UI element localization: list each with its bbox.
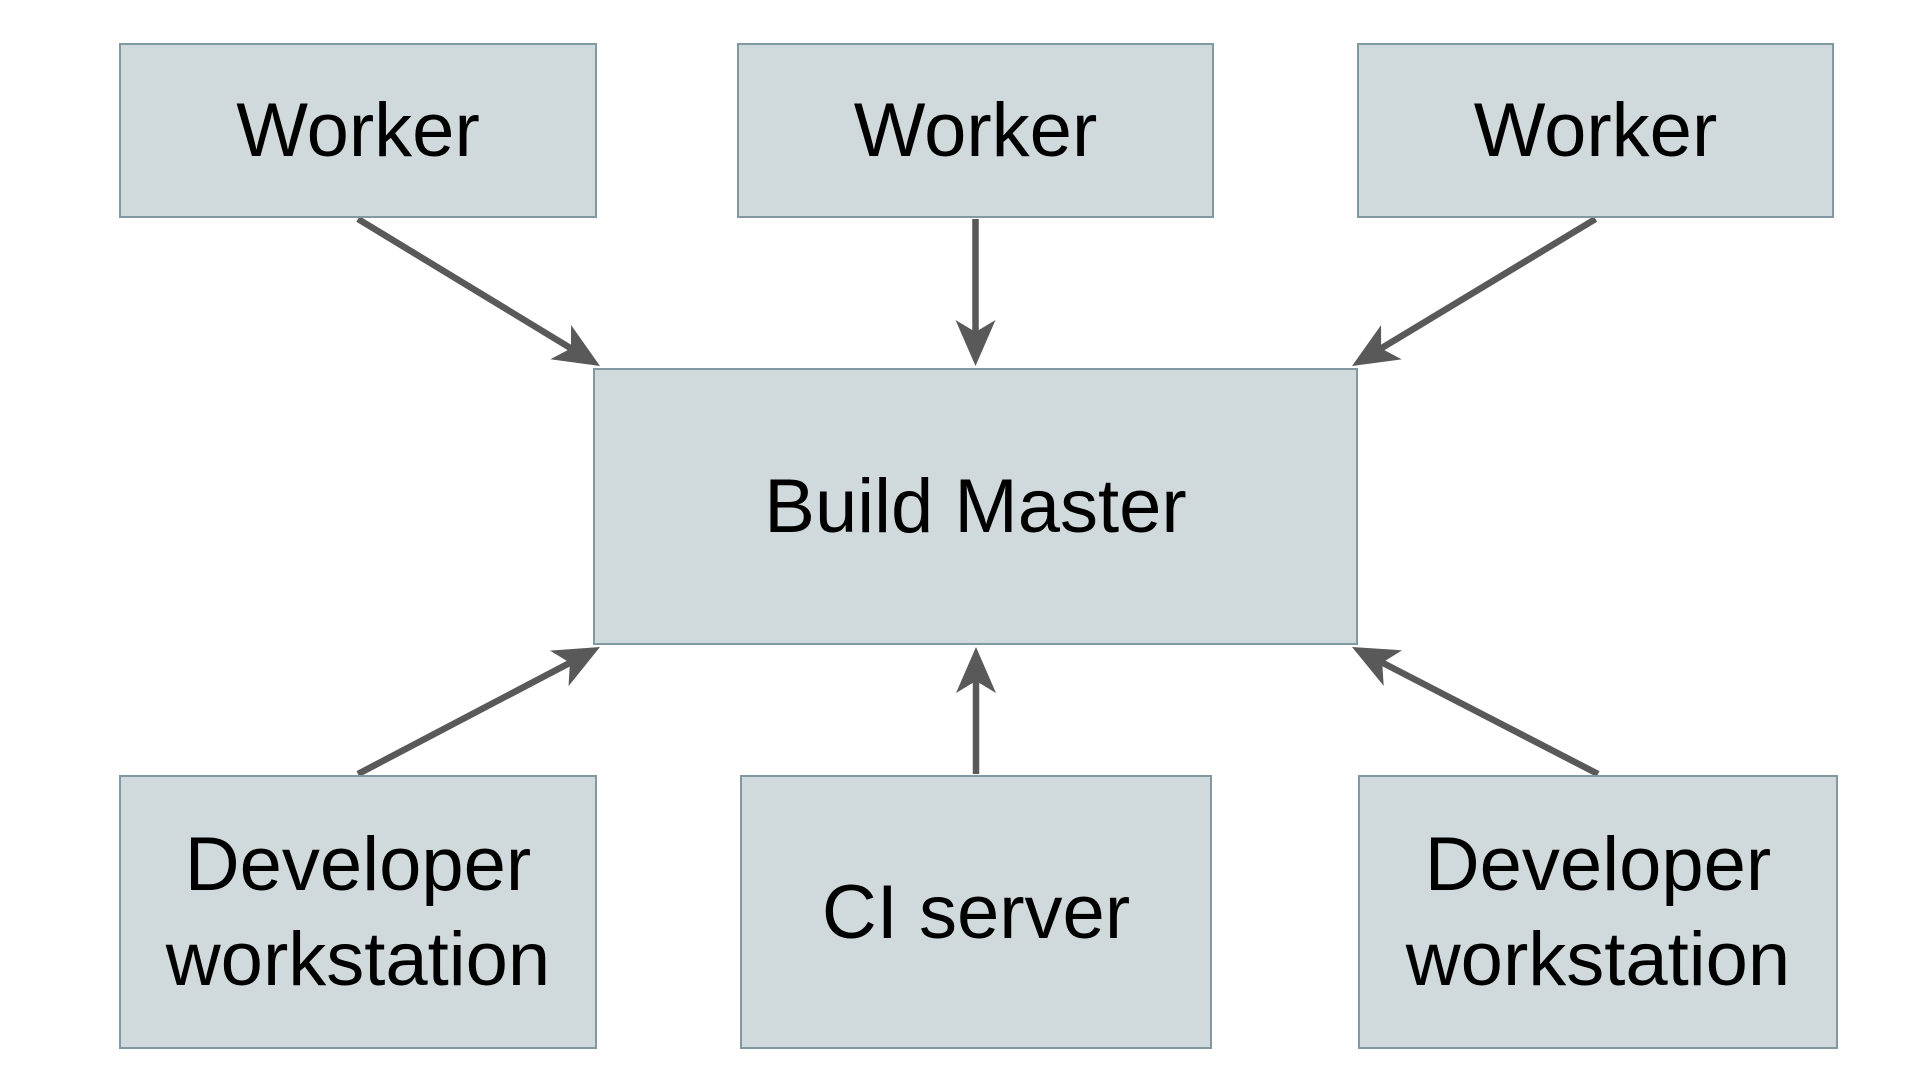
node-worker-3-label: Worker (1473, 88, 1718, 173)
arrow-worker1-to-build_master (356, 216, 601, 367)
node-worker-3: Worker (1357, 43, 1834, 218)
node-developer-workstation-right-label: Developer workstation (1405, 822, 1791, 1002)
node-worker-1-label: Worker (236, 88, 480, 173)
arrow-devws2-to-build_master (1352, 646, 1600, 777)
node-developer-workstation-right: Developer workstation (1358, 775, 1838, 1049)
node-worker-2: Worker (737, 43, 1214, 218)
node-developer-workstation-left-label: Developer workstation (165, 822, 551, 1002)
node-build-master-label: Build Master (764, 464, 1187, 549)
node-developer-workstation-left: Developer workstation (119, 775, 597, 1049)
node-worker-1: Worker (119, 43, 597, 218)
arrow-worker3-to-build_master (1352, 216, 1598, 367)
node-worker-2-label: Worker (853, 88, 1098, 173)
arrow-devws1-to-build_master (356, 647, 600, 777)
node-ci-server-label: CI server (821, 869, 1131, 955)
node-ci-server: CI server (740, 775, 1212, 1049)
node-build-master: Build Master (593, 368, 1358, 645)
